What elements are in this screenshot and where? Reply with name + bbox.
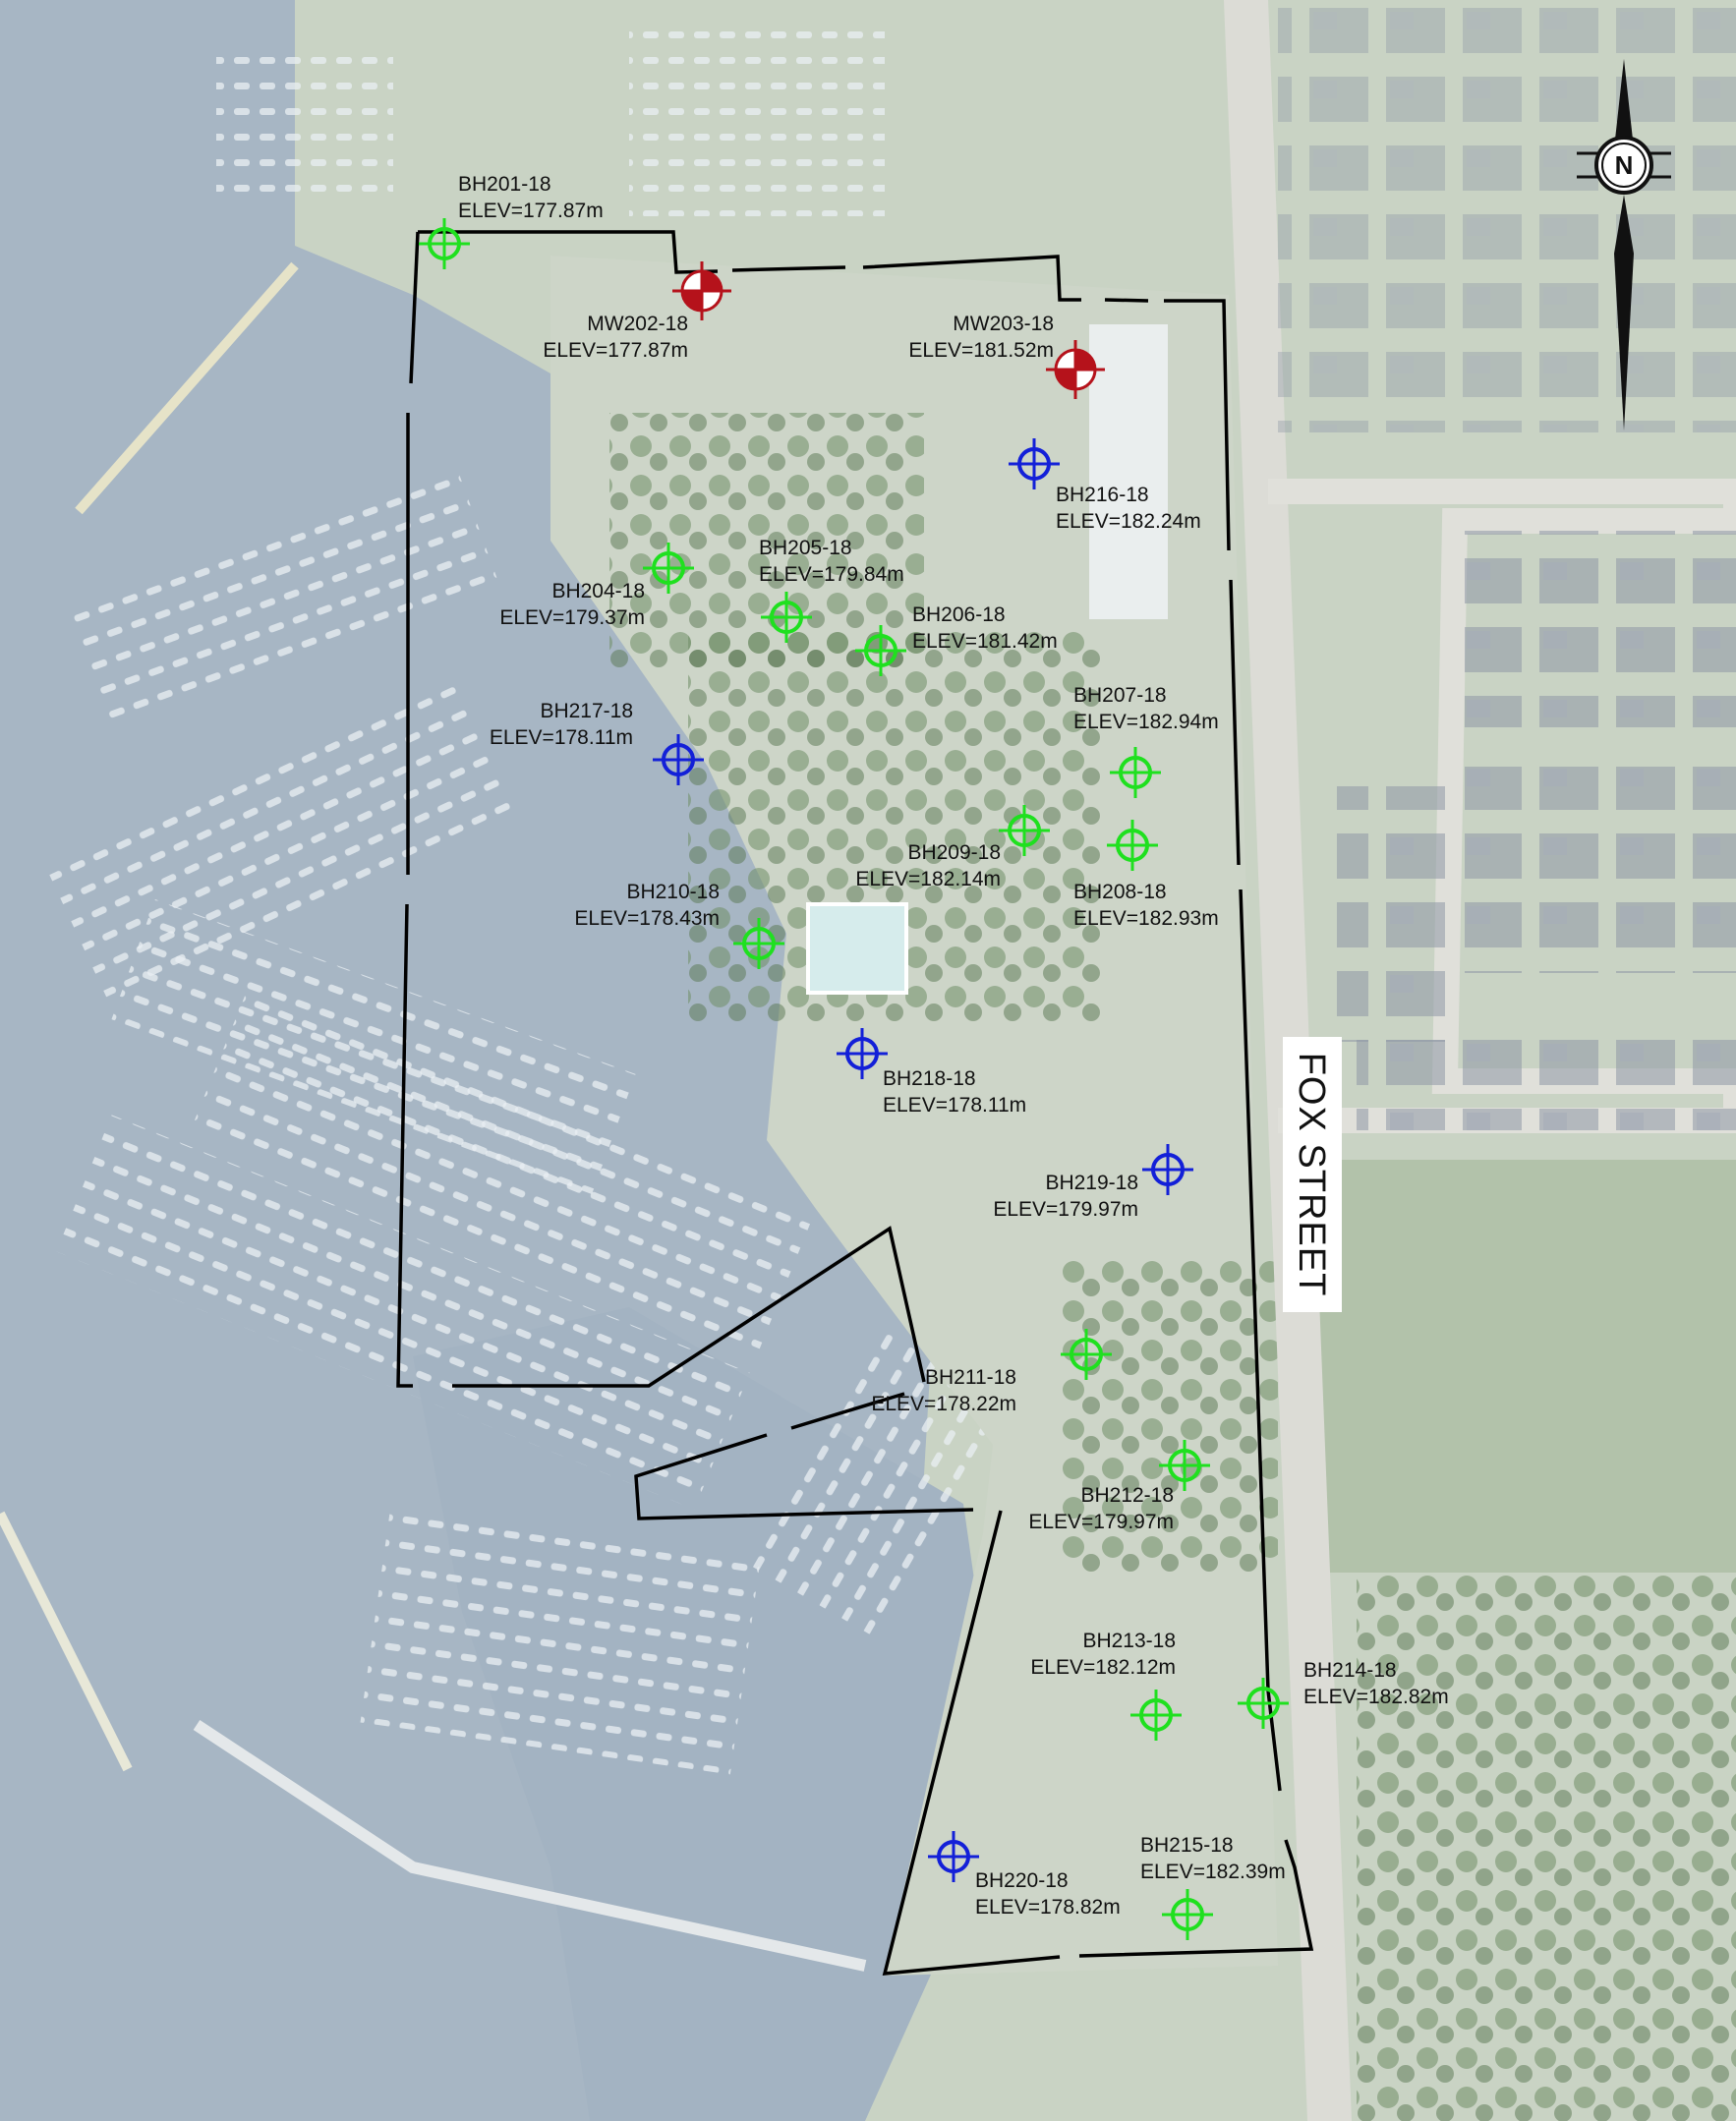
label-bh211-18-id: BH211-18 (925, 1366, 1016, 1389)
label-bh205-18-id: BH205-18 (759, 537, 852, 559)
marker-bh211-18 (1061, 1329, 1112, 1380)
label-bh212-18-id: BH212-18 (1080, 1484, 1174, 1507)
residential-block-4 (1278, 0, 1736, 432)
label-bh216-18-elev: ELEV=182.24m (1056, 510, 1201, 533)
marker-bh214-18 (1238, 1678, 1289, 1729)
label-bh213-18-id: BH213-18 (1082, 1630, 1176, 1652)
label-bh220-18-elev: ELEV=178.82m (975, 1896, 1121, 1919)
marina-docks (46, 20, 1022, 1775)
marker-bh220-18 (928, 1831, 979, 1882)
marker-bh206-18 (855, 625, 906, 676)
label-bh209-18-id: BH209-18 (907, 841, 1001, 864)
marker-bh204-18 (643, 543, 694, 594)
marker-bh201-18 (419, 218, 470, 269)
label-bh204-18-elev: ELEV=179.37m (499, 606, 645, 629)
marker-bh218-18 (837, 1028, 888, 1079)
boat-storage-building (1089, 324, 1168, 619)
label-bh207-18-elev: ELEV=182.94m (1073, 711, 1219, 733)
label-bh218-18-elev: ELEV=178.11m (883, 1094, 1026, 1117)
label-mw203-18-elev: ELEV=181.52m (908, 339, 1054, 362)
label-bh213-18-elev: ELEV=182.12m (1030, 1656, 1176, 1679)
residential-block-2 (1465, 767, 1736, 973)
label-mw202-18-elev: ELEV=177.87m (543, 339, 688, 362)
marker-bh213-18 (1130, 1690, 1182, 1741)
north-arrow-letter: N (1615, 150, 1634, 180)
label-bh219-18-id: BH219-18 (1045, 1172, 1138, 1194)
label-bh216-18-id: BH216-18 (1056, 484, 1149, 506)
vegetation-area-3 (1062, 1258, 1278, 1573)
residential-block-3 (1337, 786, 1445, 1042)
label-bh215-18-id: BH215-18 (1140, 1834, 1234, 1857)
label-bh215-18-elev: ELEV=182.39m (1140, 1861, 1286, 1883)
marker-bh208-18 (1107, 820, 1158, 871)
label-bh206-18-id: BH206-18 (912, 603, 1006, 626)
residential-block-5 (1357, 1032, 1736, 1130)
marker-bh212-18 (1159, 1440, 1210, 1491)
street-label-box: FOX STREET (1283, 1037, 1342, 1312)
vegetation-area-4 (1357, 1573, 1736, 2121)
residential-block-1 (1465, 531, 1736, 727)
north-arrow-icon: N (1577, 59, 1671, 430)
label-bh217-18-id: BH217-18 (540, 700, 633, 722)
marker-bh216-18 (1009, 438, 1060, 489)
north-pier (75, 261, 299, 515)
residential-road (1268, 479, 1736, 1133)
label-bh210-18-elev: ELEV=178.43m (574, 907, 720, 930)
label-bh218-18-id: BH218-18 (883, 1067, 976, 1090)
label-bh214-18-id: BH214-18 (1303, 1659, 1397, 1682)
shore-pier (0, 1511, 133, 1772)
marker-mw202-18 (672, 261, 731, 320)
label-bh211-18-elev: ELEV=178.22m (871, 1393, 1016, 1415)
label-bh201-18-elev: ELEV=177.87m (458, 200, 604, 222)
marker-bh205-18 (761, 592, 812, 643)
breakwater (193, 1719, 867, 1972)
marker-bh219-18 (1142, 1144, 1193, 1195)
label-bh206-18-elev: ELEV=181.42m (912, 630, 1058, 653)
marker-bh207-18 (1110, 747, 1161, 798)
label-bh201-18-id: BH201-18 (458, 173, 551, 196)
label-bh219-18-elev: ELEV=179.97m (993, 1198, 1138, 1221)
label-bh204-18-id: BH204-18 (551, 580, 645, 602)
label-mw202-18-id: MW202-18 (587, 313, 688, 335)
vegetation-area-5 (1307, 1160, 1736, 1573)
sample-locations-layer: BH201-18ELEV=177.87mMW202-18ELEV=177.87m… (419, 173, 1449, 1940)
marker-bh217-18 (653, 734, 704, 785)
vegetation-area-1 (609, 413, 924, 668)
marker-mw203-18 (1046, 340, 1105, 399)
marker-bh209-18 (999, 805, 1050, 856)
label-bh208-18-id: BH208-18 (1073, 881, 1167, 903)
label-bh212-18-elev: ELEV=179.97m (1028, 1511, 1174, 1533)
label-bh205-18-elev: ELEV=179.84m (759, 563, 904, 586)
label-bh209-18-elev: ELEV=182.14m (855, 868, 1001, 890)
label-bh217-18-elev: ELEV=178.11m (490, 726, 633, 749)
marker-bh215-18 (1162, 1889, 1213, 1940)
label-bh220-18-id: BH220-18 (975, 1869, 1069, 1892)
pool (806, 902, 908, 995)
marker-bh210-18 (733, 918, 784, 969)
street-name-label: FOX STREET (1291, 1053, 1332, 1297)
label-bh208-18-elev: ELEV=182.93m (1073, 907, 1219, 930)
label-bh210-18-id: BH210-18 (626, 881, 720, 903)
label-bh207-18-id: BH207-18 (1073, 684, 1167, 707)
label-mw203-18-id: MW203-18 (953, 313, 1054, 335)
label-bh214-18-elev: ELEV=182.82m (1303, 1686, 1449, 1708)
